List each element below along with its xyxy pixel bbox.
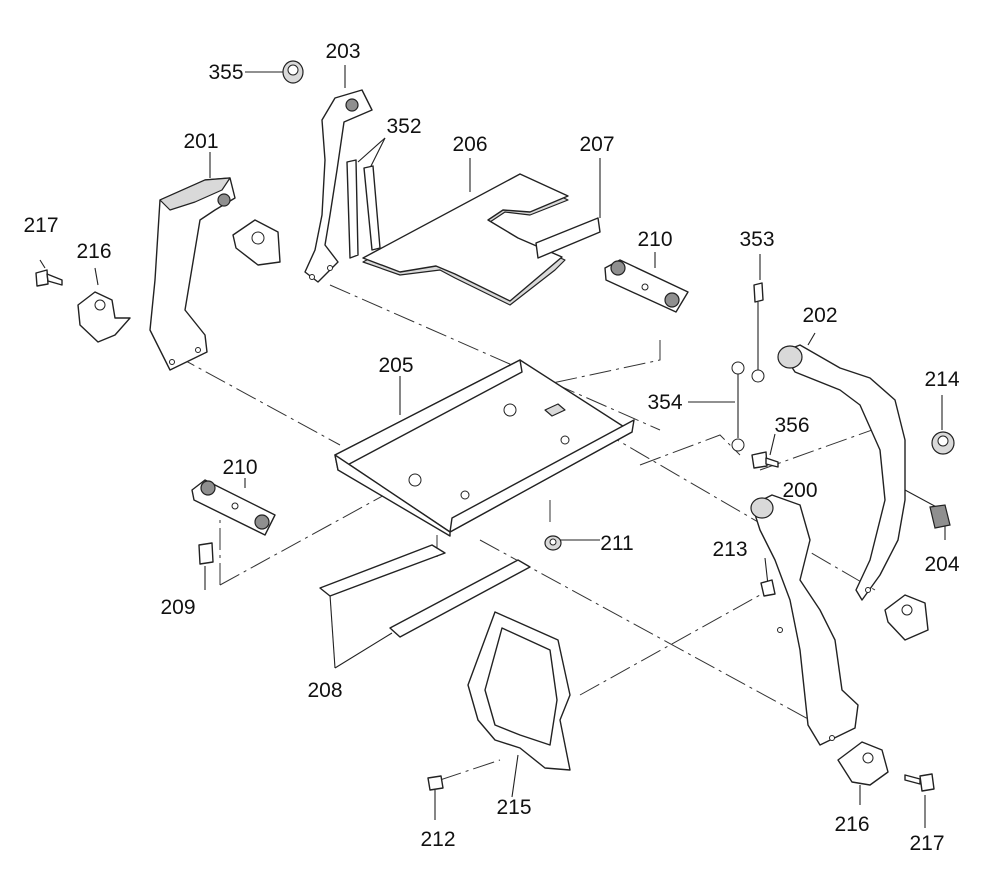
- mount-block-216-right: [837, 741, 889, 786]
- bracket-203: [304, 89, 373, 283]
- nut-209: [198, 542, 214, 565]
- grommet-214: [931, 431, 955, 455]
- label-355: 355: [208, 61, 243, 84]
- label-215: 215: [496, 796, 531, 819]
- screw-356: [751, 451, 779, 469]
- screw-212: [427, 775, 444, 791]
- screw-217-left: [35, 269, 63, 287]
- grommet-355: [282, 60, 304, 84]
- label-208: 208: [307, 679, 342, 702]
- label-354: 354: [647, 391, 682, 414]
- label-216-left: 216: [76, 240, 111, 263]
- label-201: 201: [183, 130, 218, 153]
- mount-block-upper: [232, 219, 281, 266]
- label-213: 213: [712, 538, 747, 561]
- label-205: 205: [378, 354, 413, 377]
- label-200: 200: [782, 479, 817, 502]
- clip-213: [760, 579, 776, 597]
- label-353: 353: [739, 228, 774, 251]
- label-210-upper: 210: [637, 228, 672, 251]
- part-labels: 203 355 352 201 206 207 217 216 210 353 …: [23, 40, 959, 855]
- label-203: 203: [325, 40, 360, 63]
- label-202: 202: [802, 304, 837, 327]
- label-216-right: 216: [834, 813, 869, 836]
- label-204: 204: [924, 553, 959, 576]
- mount-bar-210-upper: [604, 259, 689, 313]
- base-tray-205: [334, 359, 635, 537]
- nut-211: [544, 535, 562, 551]
- mount-block-lower-right: [884, 594, 929, 641]
- label-206: 206: [452, 133, 487, 156]
- strips-352: [346, 159, 381, 259]
- label-210-lower: 210: [222, 456, 257, 479]
- left-frame-201: [149, 177, 236, 371]
- label-207: 207: [579, 133, 614, 156]
- mount-bar-210-lower: [191, 479, 276, 536]
- strips-208: [319, 544, 531, 638]
- label-356: 356: [774, 414, 809, 437]
- wire-354: [731, 361, 745, 452]
- label-212: 212: [420, 828, 455, 851]
- assembly-lines: [174, 284, 901, 781]
- mount-block-216-left: [77, 291, 131, 343]
- label-209: 209: [160, 596, 195, 619]
- top-plate-206: [362, 173, 601, 306]
- right-arm-202: [777, 344, 906, 601]
- wire-353: [751, 282, 765, 383]
- label-214: 214: [924, 368, 959, 391]
- label-217-left: 217: [23, 214, 58, 237]
- label-352: 352: [386, 115, 421, 138]
- label-211: 211: [600, 532, 633, 555]
- label-217-right: 217: [909, 832, 944, 855]
- screw-217-right: [904, 773, 935, 792]
- gasket-215: [467, 611, 571, 771]
- right-frame-200: [750, 494, 859, 746]
- pad-204: [929, 504, 951, 529]
